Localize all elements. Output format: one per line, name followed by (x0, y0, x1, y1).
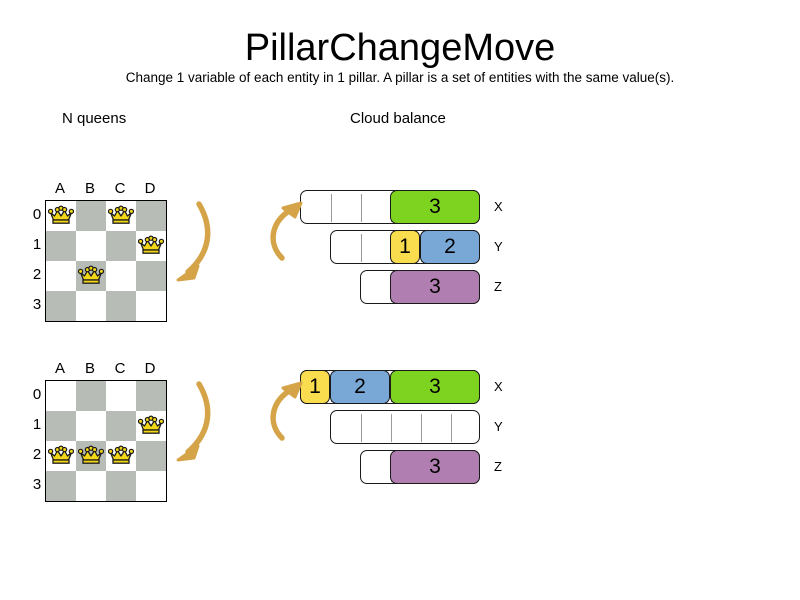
computer-capacity-bar[interactable] (330, 410, 480, 444)
queen-crown-icon[interactable] (47, 445, 75, 467)
queen-crown-icon[interactable] (107, 445, 135, 467)
slot-divider (421, 414, 422, 442)
computer-label-X: X (494, 199, 503, 214)
row-labels-before: 0 1 2 3 (30, 200, 44, 320)
slot-divider (361, 234, 362, 262)
row-labels-after: 0 1 2 3 (30, 380, 44, 500)
column-label-C: C (114, 360, 126, 377)
board-cell-D0[interactable] (136, 201, 166, 231)
process-label: 2 (444, 235, 456, 258)
slot-divider (451, 414, 452, 442)
board-cell-C2[interactable] (106, 261, 136, 291)
row-label-1: 1 (32, 416, 42, 433)
process-block-3[interactable]: 3 (390, 190, 480, 224)
row-label-1: 1 (32, 236, 42, 253)
curved-arrow-down-icon (176, 201, 211, 282)
board-cell-A2[interactable] (46, 261, 76, 291)
board-grid-after (45, 380, 167, 502)
computer-row-Y: 1 2 Y (330, 230, 503, 264)
queen-crown-icon[interactable] (137, 415, 165, 437)
column-label-D: D (144, 180, 156, 197)
column-label-B: B (84, 180, 95, 197)
row-label-3: 3 (32, 476, 42, 493)
board-cell-B3[interactable] (76, 471, 106, 501)
board-cell-C0[interactable] (106, 381, 136, 411)
column-label-D: D (144, 360, 156, 377)
process-label: 3 (429, 455, 441, 478)
queen-crown-icon[interactable] (137, 235, 165, 257)
process-block-2[interactable]: 2 (420, 230, 480, 264)
process-block-3[interactable]: 3 (390, 450, 480, 484)
board-cell-D2[interactable] (136, 261, 166, 291)
board-cell-C3[interactable] (106, 471, 136, 501)
column-label-B: B (84, 360, 95, 377)
column-labels-after: A B C D (45, 360, 165, 378)
process-label: 3 (429, 275, 441, 298)
computer-label-X: X (494, 379, 503, 394)
section-header-cloud: Cloud balance (350, 110, 446, 127)
column-label-A: A (54, 360, 65, 377)
slot-divider (331, 194, 332, 222)
process-block-2[interactable]: 2 (330, 370, 390, 404)
queen-crown-icon[interactable] (47, 205, 75, 227)
board-cell-D3[interactable] (136, 471, 166, 501)
process-block-3[interactable]: 3 (390, 270, 480, 304)
queen-crown-icon[interactable] (77, 445, 105, 467)
board-cell-D3[interactable] (136, 291, 166, 321)
board-cell-D0[interactable] (136, 381, 166, 411)
row-label-0: 0 (32, 386, 42, 403)
row-label-2: 2 (32, 266, 42, 283)
column-label-A: A (54, 180, 65, 197)
board-cell-B0[interactable] (76, 201, 106, 231)
board-cell-C1[interactable] (106, 411, 136, 441)
row-label-3: 3 (32, 296, 42, 313)
curved-arrow-up-icon (270, 201, 303, 261)
board-cell-A3[interactable] (46, 291, 76, 321)
board-cell-B1[interactable] (76, 231, 106, 261)
board-grid-before (45, 200, 167, 322)
process-label: 1 (399, 235, 411, 258)
queen-crown-icon[interactable] (77, 265, 105, 287)
board-cell-B1[interactable] (76, 411, 106, 441)
board-cell-C1[interactable] (106, 231, 136, 261)
slot-divider (361, 194, 362, 222)
process-block-3[interactable]: 3 (390, 370, 480, 404)
page-title: PillarChangeMove (244, 27, 556, 69)
process-label: 3 (429, 195, 441, 218)
process-block-1[interactable]: 1 (390, 230, 420, 264)
page-subtitle: Change 1 variable of each entity in 1 pi… (125, 70, 675, 85)
row-label-0: 0 (32, 206, 42, 223)
process-label: 2 (354, 375, 366, 398)
board-cell-A1[interactable] (46, 411, 76, 441)
board-cell-A3[interactable] (46, 471, 76, 501)
board-cell-B3[interactable] (76, 291, 106, 321)
column-labels-before: A B C D (45, 180, 165, 198)
computer-label-Y: Y (494, 419, 503, 434)
computer-label-Z: Z (494, 459, 502, 474)
section-header-nqueens: N queens (62, 110, 127, 127)
computer-label-Y: Y (494, 239, 503, 254)
board-cell-C3[interactable] (106, 291, 136, 321)
slot-divider (361, 414, 362, 442)
board-cell-D2[interactable] (136, 441, 166, 471)
curved-arrow-down-icon (176, 381, 211, 462)
curved-arrow-up-icon (270, 381, 303, 441)
slot-divider (391, 414, 392, 442)
computer-row-Y: Y (330, 410, 503, 444)
computer-row-X: 1 2 3 X (300, 370, 503, 404)
column-label-C: C (114, 180, 126, 197)
row-label-2: 2 (32, 446, 42, 463)
board-cell-B0[interactable] (76, 381, 106, 411)
computer-label-Z: Z (494, 279, 502, 294)
process-label: 3 (429, 375, 441, 398)
board-cell-A1[interactable] (46, 231, 76, 261)
queen-crown-icon[interactable] (107, 205, 135, 227)
process-label: 1 (309, 375, 321, 398)
board-cell-A0[interactable] (46, 381, 76, 411)
